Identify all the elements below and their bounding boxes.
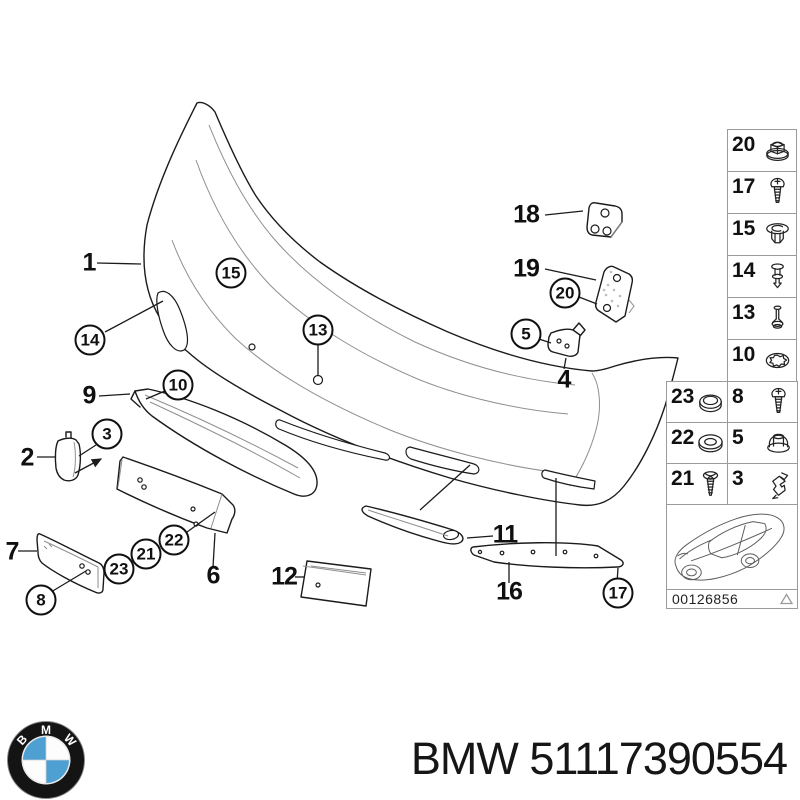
- fastener-cell-13: 13: [727, 297, 797, 340]
- image-code: 00126856: [672, 591, 739, 607]
- fastener-cell-23: 23: [666, 381, 728, 423]
- fastener-label: 10: [732, 343, 756, 366]
- callout-3: 3: [91, 418, 123, 450]
- leader-lines: [18, 210, 619, 593]
- fastener-label: 20: [732, 133, 756, 156]
- fastener-row: 23 8: [666, 381, 798, 423]
- vehicle-thumbnail: [666, 504, 798, 590]
- part-bumper-cover: [143, 101, 679, 507]
- expanding-grommet-icon: [766, 223, 789, 244]
- fastener-cell-5: 5: [727, 422, 798, 464]
- fastener-row: 21 3: [666, 463, 798, 505]
- body-grommet-icon: [699, 394, 723, 413]
- fastener-row: 22 5: [666, 422, 798, 464]
- fastener-label: 15: [732, 217, 756, 240]
- callout-1: 1: [82, 248, 97, 277]
- callout-22: 22: [158, 524, 190, 556]
- fastener-rows-double: 23 8 22 5 21 3: [666, 381, 798, 505]
- fastener-panel: 20 17 15 14 13 10 23 8 22 5 21 3 00126856: [666, 129, 798, 609]
- part-bracket-18: [586, 202, 623, 238]
- pan-head-screw-icon: [771, 387, 786, 414]
- callout-19: 19: [513, 254, 540, 283]
- car-sketch: [674, 513, 785, 581]
- callout-16: 16: [496, 577, 523, 606]
- retainer-clip-icon: [772, 472, 789, 500]
- countersunk-screw-icon: [703, 471, 719, 496]
- triangle-icon: [780, 593, 793, 605]
- part-tow-hook-cover: [54, 431, 103, 482]
- part-lower-strip: [361, 505, 464, 545]
- part-reinforcement-bar: [130, 388, 318, 497]
- callout-18: 18: [513, 200, 540, 229]
- fastener-label: 14: [732, 259, 756, 282]
- star-washer-icon: [765, 352, 790, 369]
- fastener-cell-10: 10: [727, 339, 797, 382]
- part-side-marker: [300, 560, 372, 607]
- bmw-logo-icon: B M W: [7, 721, 85, 799]
- expanding-rivet-icon: [771, 263, 784, 289]
- fastener-label: 17: [732, 175, 756, 198]
- cap-nut-icon: [767, 433, 790, 453]
- flat-washer-icon: [698, 434, 724, 453]
- fastener-label: 21: [671, 467, 695, 490]
- fastener-label: 23: [671, 385, 695, 408]
- fastener-rows-single: 20 17 15 14 13 10: [666, 129, 798, 382]
- callout-7: 7: [5, 537, 20, 566]
- callout-12: 12: [271, 562, 298, 591]
- fastener-cell-3: 3: [727, 463, 798, 505]
- callout-8: 8: [25, 584, 57, 616]
- part-bracket-4: [547, 322, 586, 357]
- logo-letter-m: M: [41, 723, 51, 737]
- fastener-cell-20: 20: [727, 129, 797, 172]
- fastener-cell-21: 21: [666, 463, 728, 505]
- callout-6: 6: [206, 561, 221, 590]
- fastener-cell-14: 14: [727, 255, 797, 298]
- callout-21: 21: [130, 538, 162, 570]
- callout-5: 5: [510, 318, 542, 350]
- pan-head-screw-icon: [770, 177, 785, 204]
- fastener-cell-17: 17: [727, 171, 797, 214]
- callout-9: 9: [82, 381, 97, 410]
- fastener-label: 8: [732, 385, 744, 408]
- exploded-view-drawing: [18, 101, 679, 607]
- part-license-plate-base: [116, 456, 236, 534]
- fastener-label: 22: [671, 426, 695, 449]
- product-title: BMW 51117390554: [410, 733, 788, 784]
- callout-15: 15: [215, 257, 247, 289]
- part-bracket-19: [594, 265, 635, 323]
- fastener-label: 5: [732, 426, 744, 449]
- fastener-label: 3: [732, 467, 744, 490]
- callout-23: 23: [103, 553, 135, 585]
- pin-rivet-icon: [771, 305, 784, 329]
- fastener-label: 13: [732, 301, 756, 324]
- part-license-plate-bracket: [36, 533, 105, 594]
- fastener-cell-8: 8: [727, 381, 798, 423]
- fastener-cell-15: 15: [727, 213, 797, 256]
- callout-11: 11: [492, 520, 518, 549]
- flange-nut-icon: [766, 141, 789, 162]
- callout-4: 4: [557, 365, 572, 394]
- image-code-box: 00126856: [666, 589, 798, 609]
- part-side-support: [470, 542, 624, 569]
- callout-20: 20: [549, 277, 581, 309]
- callout-17: 17: [602, 577, 634, 609]
- callout-13: 13: [302, 314, 334, 346]
- callout-14: 14: [74, 324, 106, 356]
- callout-10: 10: [162, 369, 194, 401]
- callout-2: 2: [20, 443, 35, 472]
